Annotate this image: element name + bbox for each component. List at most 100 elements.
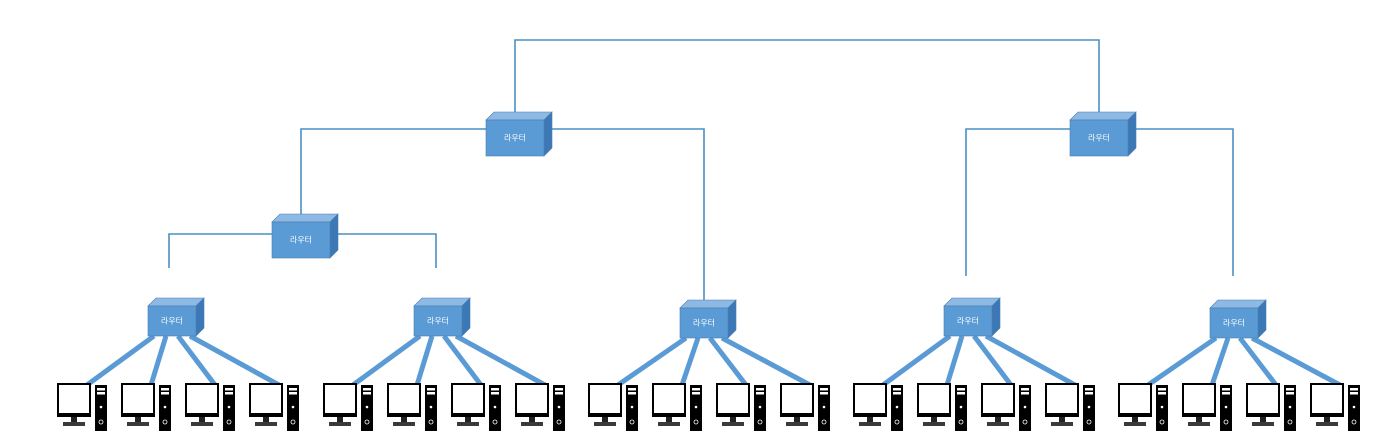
link-access-3-computer-4 bbox=[720, 335, 812, 388]
router-box-icon bbox=[679, 307, 729, 339]
monitor-screen bbox=[1248, 385, 1278, 413]
link-access-4-computer-3 bbox=[972, 334, 1013, 387]
router-access-1: 라우터 bbox=[147, 297, 205, 337]
tower-drive-bay bbox=[1350, 392, 1358, 395]
monitor-neck bbox=[71, 417, 77, 422]
monitor-stand bbox=[923, 422, 945, 426]
tower-power-light bbox=[99, 405, 103, 409]
monitor-stand bbox=[457, 422, 479, 426]
link-access-2-computer-3 bbox=[442, 334, 483, 387]
router-box-icon-top bbox=[413, 297, 471, 307]
tower-drive-bay bbox=[628, 392, 636, 395]
tower-power-button bbox=[364, 419, 370, 425]
monitor-neck bbox=[1260, 417, 1266, 422]
tower-drive-bay bbox=[692, 388, 700, 391]
monitor-stand bbox=[521, 422, 543, 426]
desktop-computer-icon bbox=[1045, 383, 1095, 431]
tower-power-light bbox=[429, 405, 433, 409]
tower-drive-bay bbox=[225, 388, 233, 391]
desktop-computer-icon bbox=[1182, 383, 1232, 431]
desktop-computer-icon bbox=[652, 383, 702, 431]
link-access-5-computer-3 bbox=[1238, 336, 1278, 387]
tower-power-button bbox=[821, 419, 827, 425]
tower-power-light bbox=[630, 405, 634, 409]
router-label: 라우터 bbox=[504, 134, 526, 143]
link-access-4-computer-2 bbox=[944, 335, 965, 386]
monitor-screen bbox=[389, 385, 419, 413]
tower-drive-bay bbox=[1085, 392, 1093, 395]
router-box-icon-top bbox=[147, 297, 205, 307]
tower-power-button bbox=[894, 419, 900, 425]
link-core-left-access-3 bbox=[552, 128, 705, 300]
router-box-icon bbox=[485, 119, 545, 157]
router-label: 라우터 bbox=[290, 236, 312, 245]
router-label: 라우터 bbox=[1088, 134, 1110, 143]
link-access-2-computer-1 bbox=[351, 333, 422, 388]
tower-drive-bay bbox=[363, 392, 371, 395]
monitor-neck bbox=[995, 417, 1001, 422]
tower-power-button bbox=[1287, 419, 1293, 425]
monitor-neck bbox=[529, 417, 535, 422]
monitor-neck bbox=[666, 417, 672, 422]
desktop-computer-icon bbox=[249, 383, 299, 431]
monitor-neck bbox=[867, 417, 873, 422]
computers bbox=[57, 383, 1360, 431]
tower-drive-bay bbox=[820, 392, 828, 395]
monitor-screen bbox=[1184, 385, 1214, 413]
tower-power-button bbox=[428, 419, 434, 425]
monitor-stand bbox=[859, 422, 881, 426]
desktop-computer-icon bbox=[451, 383, 501, 431]
monitor-screen bbox=[590, 385, 620, 413]
link-mid-left-access-1 bbox=[168, 233, 272, 268]
monitor-stand bbox=[1188, 422, 1210, 426]
monitor-neck bbox=[199, 417, 205, 422]
monitor-neck bbox=[794, 417, 800, 422]
network-links bbox=[85, 39, 1342, 388]
tower-power-button bbox=[757, 419, 763, 425]
router-label: 라우터 bbox=[957, 317, 979, 326]
monitor-stand bbox=[786, 422, 808, 426]
desktop-computer-icon bbox=[185, 383, 235, 431]
monitor-stand bbox=[1124, 422, 1146, 426]
link-access-5-computer-1 bbox=[1146, 335, 1218, 388]
router-box-icon bbox=[147, 305, 197, 337]
tower-power-button bbox=[1223, 419, 1229, 425]
tower-drive-bay bbox=[893, 388, 901, 391]
tower-drive-bay bbox=[225, 392, 233, 395]
tower-power-button bbox=[556, 419, 562, 425]
desktop-computer-icon bbox=[515, 383, 565, 431]
router-box-icon bbox=[1069, 119, 1129, 157]
desktop-computer-icon bbox=[588, 383, 638, 431]
monitor-stand bbox=[329, 422, 351, 426]
desktop-computer-icon bbox=[780, 383, 830, 431]
desktop-computer-icon bbox=[1310, 383, 1360, 431]
monitor-neck bbox=[263, 417, 269, 422]
link-access-3-computer-3 bbox=[708, 336, 748, 387]
router-box-icon bbox=[271, 221, 331, 259]
router-core-right: 라우터 bbox=[1069, 111, 1137, 157]
router-label: 라우터 bbox=[427, 317, 449, 326]
tower-drive-bay bbox=[161, 388, 169, 391]
monitor-screen bbox=[1120, 385, 1150, 413]
monitor-neck bbox=[401, 417, 407, 422]
desktop-computer-icon bbox=[1246, 383, 1296, 431]
tower-power-button bbox=[98, 419, 104, 425]
monitor-neck bbox=[1132, 417, 1138, 422]
monitor-stand bbox=[1316, 422, 1338, 426]
tower-drive-bay bbox=[427, 388, 435, 391]
monitor-stand bbox=[63, 422, 85, 426]
router-access-5: 라우터 bbox=[1209, 299, 1267, 339]
monitor-screen bbox=[325, 385, 355, 413]
monitor-neck bbox=[135, 417, 141, 422]
monitor-stand bbox=[987, 422, 1009, 426]
tower-power-button bbox=[162, 419, 168, 425]
tower-power-button bbox=[1086, 419, 1092, 425]
tower-power-button bbox=[629, 419, 635, 425]
router-box-icon-top bbox=[679, 299, 737, 309]
monitor-neck bbox=[1196, 417, 1202, 422]
tower-drive-bay bbox=[756, 388, 764, 391]
tower-power-light bbox=[557, 405, 561, 409]
router-box-icon bbox=[1209, 307, 1259, 339]
desktop-computer-icon bbox=[323, 383, 373, 431]
router-box-icon-top bbox=[485, 111, 553, 121]
